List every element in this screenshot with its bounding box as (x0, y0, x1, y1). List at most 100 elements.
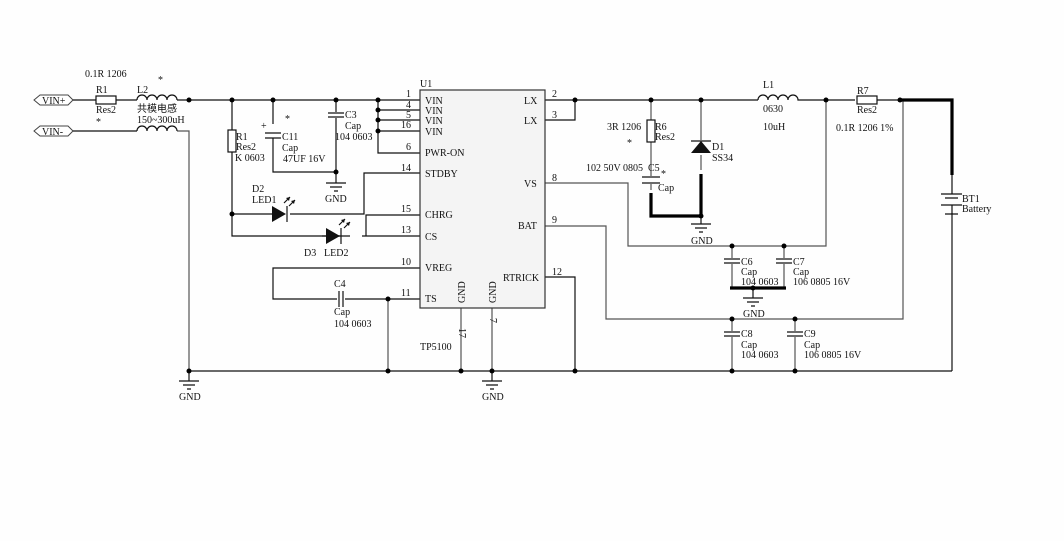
svg-text:C5: C5 (648, 163, 660, 174)
svg-text:GND: GND (488, 281, 499, 303)
svg-text:12: 12 (552, 267, 562, 278)
svg-text:C6: C6 (741, 257, 753, 268)
ic-part: TP5100 (420, 342, 452, 353)
svg-text:R1: R1 (96, 85, 108, 96)
resistor-r1-pulldown: R1 Res2 K 0603 (227, 129, 265, 164)
svg-text:C11: C11 (282, 132, 298, 143)
svg-text:D2: D2 (252, 184, 264, 195)
svg-text:10uH: 10uH (763, 122, 785, 133)
svg-text:17: 17 (456, 328, 467, 338)
svg-text:BT1: BT1 (962, 194, 980, 205)
port-vin-minus-label: VIN- (42, 127, 63, 138)
svg-text:R7: R7 (857, 86, 869, 97)
wires (73, 99, 953, 372)
svg-text:VIN: VIN (425, 127, 443, 138)
svg-text:R1: R1 (236, 132, 248, 143)
svg-text:47UF 16V: 47UF 16V (283, 154, 326, 165)
svg-text:3: 3 (552, 110, 557, 121)
gnd-symbol-c6: GND (743, 288, 765, 320)
svg-text:C4: C4 (334, 279, 346, 290)
svg-text:VREG: VREG (425, 263, 452, 274)
svg-text:TS: TS (425, 294, 437, 305)
svg-text:Cap: Cap (334, 307, 350, 318)
svg-text:*: * (96, 117, 101, 128)
svg-text:LX: LX (524, 116, 538, 127)
svg-text:104 0603: 104 0603 (741, 277, 779, 288)
svg-text:LED1: LED1 (252, 195, 276, 206)
svg-text:C8: C8 (741, 329, 753, 340)
svg-text:C9: C9 (804, 329, 816, 340)
svg-text:GND: GND (457, 281, 468, 303)
svg-text:GND: GND (482, 392, 504, 403)
inductor-l1: L1 0630 10uH (757, 80, 808, 133)
svg-text:BAT: BAT (518, 221, 537, 232)
resistor-r1-input: 0.1R 1206 R1 Res2 * (85, 69, 127, 128)
svg-text:VIN: VIN (425, 96, 443, 107)
svg-text:CS: CS (425, 232, 437, 243)
svg-text:D1: D1 (712, 142, 724, 153)
svg-text:0.1R 1206: 0.1R 1206 (85, 69, 127, 80)
svg-text:RTRICK: RTRICK (503, 273, 540, 284)
resistor-r7: R7 Res2 0.1R 1206 1% (836, 86, 894, 134)
inductor-l2: * L2 共模电感 150~300uH (136, 75, 185, 132)
svg-text:Cap: Cap (741, 267, 757, 278)
svg-text:Cap: Cap (804, 340, 820, 351)
svg-text:Res2: Res2 (96, 105, 116, 116)
gnd-symbol-chip: GND (482, 371, 504, 403)
svg-text:*: * (285, 114, 290, 125)
svg-text:C3: C3 (345, 110, 357, 121)
svg-text:9: 9 (552, 215, 557, 226)
svg-text:4: 4 (406, 100, 411, 111)
svg-text:1: 1 (406, 89, 411, 100)
svg-text:104 0603: 104 0603 (334, 319, 372, 330)
svg-text:16: 16 (401, 120, 411, 131)
svg-text:6: 6 (406, 142, 411, 153)
svg-text:104 0603: 104 0603 (741, 350, 779, 361)
svg-text:7: 7 (487, 318, 498, 323)
ic-u1: U1 TP5100 1 4 5 16 6 14 15 13 10 11 VIN … (401, 79, 562, 353)
svg-text:0630: 0630 (763, 104, 783, 115)
svg-text:CHRG: CHRG (425, 210, 453, 221)
port-vin-minus: VIN- (33, 125, 74, 138)
svg-text:GND: GND (325, 194, 347, 205)
svg-text:Cap: Cap (658, 183, 674, 194)
svg-text:14: 14 (401, 163, 411, 174)
svg-text:D3: D3 (304, 248, 316, 259)
svg-text:13: 13 (401, 225, 411, 236)
svg-text:150~300uH: 150~300uH (137, 115, 185, 126)
led-d2: D2 LED1 (252, 184, 296, 222)
diode-d1: D1 SS34 (691, 140, 733, 164)
svg-text:Cap: Cap (793, 267, 809, 278)
svg-text:11: 11 (401, 288, 411, 299)
battery-bt1: BT1 Battery (941, 175, 991, 215)
svg-text:104 0603: 104 0603 (335, 132, 373, 143)
svg-text:GND: GND (179, 392, 201, 403)
junction-dots (186, 97, 903, 374)
svg-text:C7: C7 (793, 257, 805, 268)
capacitor-c11: + * C11 Cap 47UF 16V (261, 114, 326, 165)
capacitor-c4: C4 Cap 104 0603 (334, 279, 372, 330)
svg-text:R6: R6 (655, 122, 667, 133)
svg-text:*: * (661, 169, 666, 180)
port-vin-plus-label: VIN+ (42, 96, 66, 107)
svg-text:GND: GND (691, 236, 713, 247)
capacitor-c8: C8 Cap 104 0603 (724, 329, 779, 361)
svg-text:K 0603: K 0603 (235, 153, 265, 164)
svg-text:Res2: Res2 (655, 132, 675, 143)
svg-text:5: 5 (406, 110, 411, 121)
svg-text:L1: L1 (763, 80, 774, 91)
svg-text:VIN: VIN (425, 116, 443, 127)
svg-text:SS34: SS34 (712, 153, 733, 164)
capacitor-c7: C7 Cap 106 0805 16V (776, 257, 851, 288)
svg-text:3R 1206: 3R 1206 (607, 122, 641, 133)
gnd-symbol-c3: GND (325, 178, 347, 205)
svg-text:GND: GND (743, 309, 765, 320)
svg-text:8: 8 (552, 173, 557, 184)
svg-text:10: 10 (401, 257, 411, 268)
svg-text:LED2: LED2 (324, 248, 348, 259)
svg-text:STDBY: STDBY (425, 169, 458, 180)
port-vin-plus: VIN+ (33, 94, 74, 107)
svg-text:15: 15 (401, 204, 411, 215)
